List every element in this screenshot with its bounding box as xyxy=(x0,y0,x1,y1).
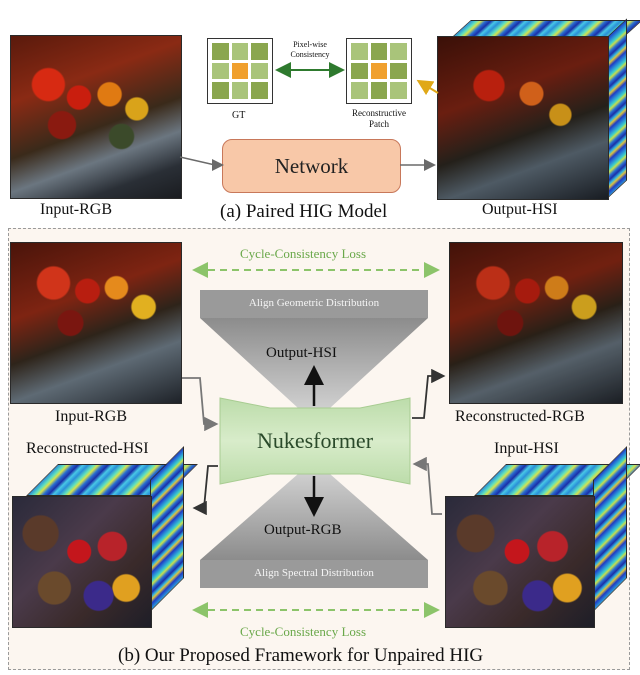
gt-label: GT xyxy=(232,110,246,121)
reconstructive-label: Reconstructive Patch xyxy=(352,108,406,129)
input-hsi-image xyxy=(445,496,595,628)
reconstructed-hsi-label: Reconstructed-HSI xyxy=(26,440,149,457)
align-geometric-bar xyxy=(200,290,428,318)
arrow-core-to-reconstructed-rgb xyxy=(412,368,446,419)
part-a-arrows xyxy=(179,62,439,171)
reconstructed-rgb-label: Reconstructed-RGB xyxy=(455,408,585,425)
arrow-input-hsi-to-core xyxy=(412,456,442,515)
input-rgb-label-a: Input-RGB xyxy=(40,201,112,218)
upper-funnel xyxy=(200,318,428,408)
output-rgb-label-b: Output-RGB xyxy=(264,522,342,538)
reconstructed-rgb-image xyxy=(449,242,623,404)
input-rgb-image-b xyxy=(10,242,182,404)
arrow-input-rgb-to-core xyxy=(182,377,219,432)
align-spectral-bar xyxy=(200,560,428,588)
gt-patch xyxy=(207,38,273,104)
lower-funnel xyxy=(200,474,428,560)
pixel-consistency-label: Pixel-wise Consistency xyxy=(290,40,330,59)
align-geometric-label: Align Geometric Distribution xyxy=(248,297,380,309)
nukesformer-label: Nukesformer xyxy=(256,428,374,453)
input-hsi-label: Input-HSI xyxy=(494,440,559,457)
output-hsi-label-b: Output-HSI xyxy=(266,345,337,361)
arrow-input-to-network xyxy=(179,156,224,171)
caption-a: (a) Paired HIG Model xyxy=(220,201,388,222)
network-label: Network xyxy=(274,153,349,178)
caption-b: (b) Our Proposed Framework for Unpaired … xyxy=(118,645,484,666)
arrow-core-to-reconstructed-hsi xyxy=(192,465,218,516)
cycle-loss-label-top: Cycle-Consistency Loss xyxy=(240,246,367,261)
align-spectral-label: Align Spectral Distribution xyxy=(254,567,374,579)
output-hsi-image-a xyxy=(437,36,609,200)
reconstructive-patch xyxy=(346,38,412,104)
output-hsi-label-a: Output-HSI xyxy=(482,201,558,218)
nukesformer-block xyxy=(219,397,411,485)
input-rgb-image-a xyxy=(10,35,182,199)
reconstructed-hsi-image xyxy=(12,496,152,628)
input-rgb-label-b: Input-RGB xyxy=(55,408,127,425)
arrow-cube-to-patch xyxy=(416,79,439,96)
cycle-loss-label-bottom: Cycle-Consistency Loss xyxy=(240,624,367,639)
